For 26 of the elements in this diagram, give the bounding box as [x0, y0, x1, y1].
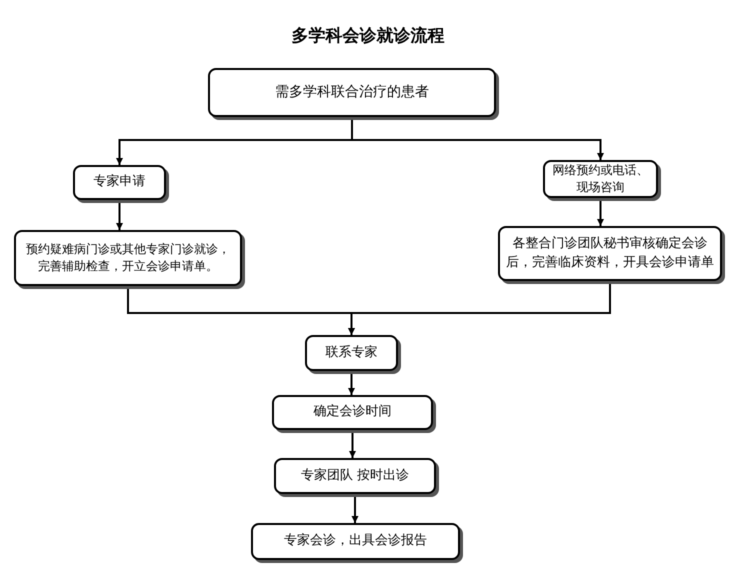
box-text: 确定会诊时间 — [314, 403, 392, 422]
process-box — [208, 68, 496, 117]
process-box — [498, 226, 722, 281]
process-box — [251, 523, 460, 560]
process-box — [305, 335, 398, 371]
arrow — [597, 198, 604, 226]
process-box — [543, 160, 658, 198]
arrow — [348, 281, 611, 335]
process-box — [73, 165, 166, 200]
box-text: 预约疑难病门诊或其他专家门诊就诊，完善辅助检查，开立会诊申请单。 — [25, 240, 231, 275]
box-text: 专家申请 — [94, 173, 146, 192]
diagram-title: 多学科会诊就诊流程 — [290, 25, 446, 47]
process-box — [274, 458, 436, 494]
process-box — [14, 230, 242, 286]
box-text: 网络预约或电话、现场咨询 — [552, 162, 650, 196]
arrow — [348, 371, 355, 395]
box-text: 专家会诊，出具会诊报告 — [284, 532, 427, 550]
arrow — [116, 200, 123, 230]
arrow — [351, 117, 604, 160]
box-text: 专家团队 按时出诊 — [300, 466, 410, 485]
process-box — [272, 395, 433, 430]
box-text: 联系专家 — [326, 344, 378, 362]
box-text: 需多学科联合治疗的患者 — [275, 83, 429, 102]
arrow — [349, 430, 356, 458]
arrow — [352, 494, 358, 523]
box-text: 各整合门诊团队秘书审核确定会诊后，完善临床资料，开具会诊申请单 — [506, 234, 714, 272]
